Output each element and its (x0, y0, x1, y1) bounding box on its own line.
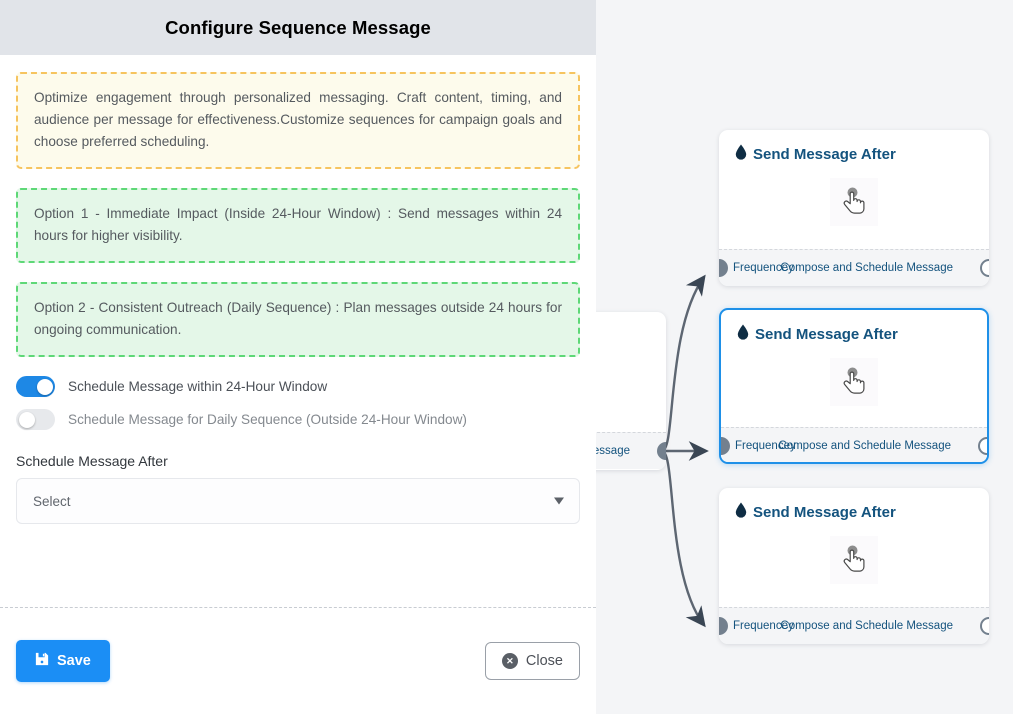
water-drop-icon (735, 502, 747, 522)
node-body: Send Message After (719, 130, 989, 249)
flow-node-1[interactable]: Send Message After Frequencey Compose an… (719, 130, 989, 286)
water-drop-icon (735, 144, 747, 164)
panel-footer: Save ✕ Close (0, 607, 596, 714)
flow-node-3[interactable]: Send Message After Frequencey Compose an… (719, 488, 989, 644)
node-footer: ce Message (596, 432, 666, 469)
node-output-port[interactable] (980, 617, 989, 635)
circle-x-icon: ✕ (501, 653, 518, 669)
toggle-label-within-24h: Schedule Message within 24-Hour Window (68, 379, 328, 395)
close-button[interactable]: ✕ Close (484, 642, 580, 680)
option-2-box: Option 2 - Consistent Outreach (Daily Se… (16, 282, 580, 358)
toggle-row-within-24h[interactable]: Schedule Message within 24-Hour Window (16, 376, 580, 398)
node-title-label: Send Message After (753, 145, 896, 163)
schedule-message-after-label: Schedule Message After (16, 453, 168, 470)
schedule-message-after-select[interactable]: Select (16, 478, 580, 525)
pointing-hand-icon (830, 536, 878, 584)
node-footer-right-label: ce Message (596, 445, 630, 457)
page-title: Configure Sequence Message (165, 16, 431, 38)
option-1-box: Option 1 - Immediate Impact (Inside 24-H… (16, 188, 580, 264)
info-note-text: Optimize engagement through personalized… (34, 90, 562, 150)
node-title-row: Send Message After (737, 324, 987, 344)
toggle-switch-daily-sequence[interactable] (16, 409, 55, 431)
node-input-port[interactable] (719, 259, 728, 277)
node-title-row: Send Message After (735, 144, 989, 164)
node-footer-right-label: Compose and Schedule Message (780, 262, 953, 274)
option-2-text: Option 2 - Consistent Outreach (Daily Se… (34, 300, 562, 338)
node-output-port[interactable] (978, 437, 987, 455)
toggle-label-daily-sequence: Schedule Message for Daily Sequence (Out… (68, 412, 467, 428)
node-footer-left-label: Frequencey (733, 262, 794, 274)
configure-sequence-panel: Configure Sequence Message Optimize enga… (0, 0, 596, 714)
node-output-port[interactable] (657, 442, 666, 460)
node-footer-right-label: Compose and Schedule Message (778, 440, 951, 452)
flow-node-2-selected[interactable]: Send Message After Frequencey Compose an… (719, 308, 989, 464)
option-1-text: Option 1 - Immediate Impact (Inside 24-H… (34, 206, 562, 244)
flow-edges (661, 274, 709, 628)
node-footer-right-label: Compose and Schedule Message (780, 620, 953, 632)
node-title-label: Send Message After (755, 325, 898, 343)
node-title-label: Send Message After (753, 503, 896, 521)
panel-body: Optimize engagement through personalized… (0, 55, 596, 607)
node-input-port[interactable] (719, 617, 728, 635)
node-footer: Frequencey Compose and Schedule Message (719, 249, 989, 286)
close-button-label: Close (525, 653, 563, 669)
node-footer: Frequencey Compose and Schedule Message (721, 427, 987, 462)
node-footer: Frequencey Compose and Schedule Message (719, 607, 989, 644)
node-body: Send Message After (719, 488, 989, 607)
node-footer-left-label: Frequencey (733, 620, 794, 632)
info-note-box: Optimize engagement through personalized… (16, 72, 580, 170)
pointing-hand-icon (830, 358, 878, 406)
toggle-row-daily-sequence[interactable]: Schedule Message for Daily Sequence (Out… (16, 409, 580, 431)
node-input-port[interactable] (721, 437, 730, 455)
save-button-label: Save (57, 653, 91, 669)
select-value: Select (33, 493, 71, 509)
water-drop-icon (737, 324, 749, 344)
save-button[interactable]: Save (16, 640, 110, 682)
save-floppy-icon (35, 652, 49, 670)
node-output-port[interactable] (980, 259, 989, 277)
node-footer-left-label: Frequencey (735, 440, 796, 452)
flow-canvas[interactable]: ce Message Send Message After (596, 0, 1013, 714)
toggle-knob (36, 378, 53, 395)
node-body: Send Message After (721, 310, 987, 427)
panel-header: Configure Sequence Message (0, 0, 596, 55)
pointing-hand-icon (830, 178, 878, 226)
toggle-switch-within-24h[interactable] (16, 376, 55, 398)
node-title-row: Send Message After (735, 502, 989, 522)
flow-node-partial[interactable]: ce Message (596, 312, 666, 470)
toggle-knob (18, 411, 35, 428)
chevron-down-icon (554, 497, 564, 505)
